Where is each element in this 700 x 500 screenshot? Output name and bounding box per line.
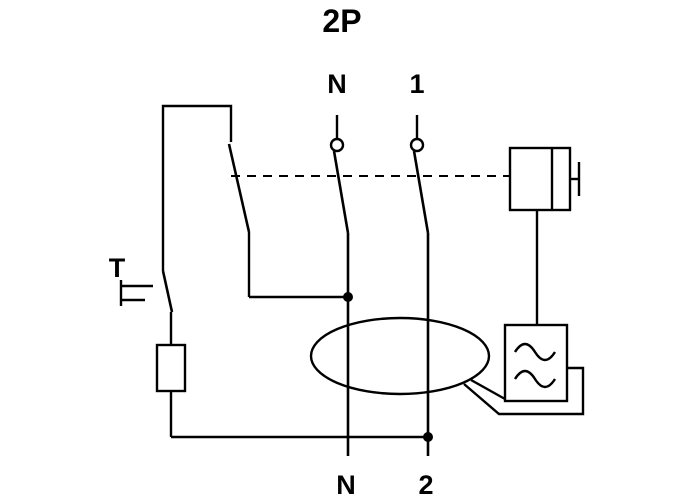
terminal-circle-icon xyxy=(329,137,345,153)
test-circuit xyxy=(119,270,428,439)
mechanism-left xyxy=(161,104,348,299)
winding-wire xyxy=(463,366,585,416)
switch-poles xyxy=(332,150,433,456)
diagram-title: 2P xyxy=(322,3,361,39)
terminal-label-bottom-line: 2 xyxy=(418,470,433,500)
mechanism-bracket xyxy=(161,104,233,271)
residual-current-transformer-torus xyxy=(309,316,491,396)
trip-relay xyxy=(463,323,585,416)
test-button-label: T xyxy=(109,253,126,283)
supply-terminals xyxy=(329,115,425,153)
switch-pole-blade xyxy=(332,150,350,234)
winding-wire xyxy=(470,378,506,401)
trip-coil xyxy=(508,146,581,212)
sine-wave-icon xyxy=(513,369,557,389)
test-contact-blade xyxy=(161,270,174,313)
terminal-label-top-neutral: N xyxy=(327,69,347,99)
terminal-label-top-line: 1 xyxy=(409,69,424,99)
trip-coil-box xyxy=(508,146,572,212)
mechanism-blade xyxy=(227,143,251,233)
sine-wave-icon xyxy=(513,342,557,362)
terminal-label-bottom-neutral: N xyxy=(336,470,356,500)
trip-relay-sine-box xyxy=(503,323,569,403)
test-resistor xyxy=(155,343,187,393)
terminal-circle-icon xyxy=(409,137,425,153)
switch-pole-blade xyxy=(412,150,430,234)
